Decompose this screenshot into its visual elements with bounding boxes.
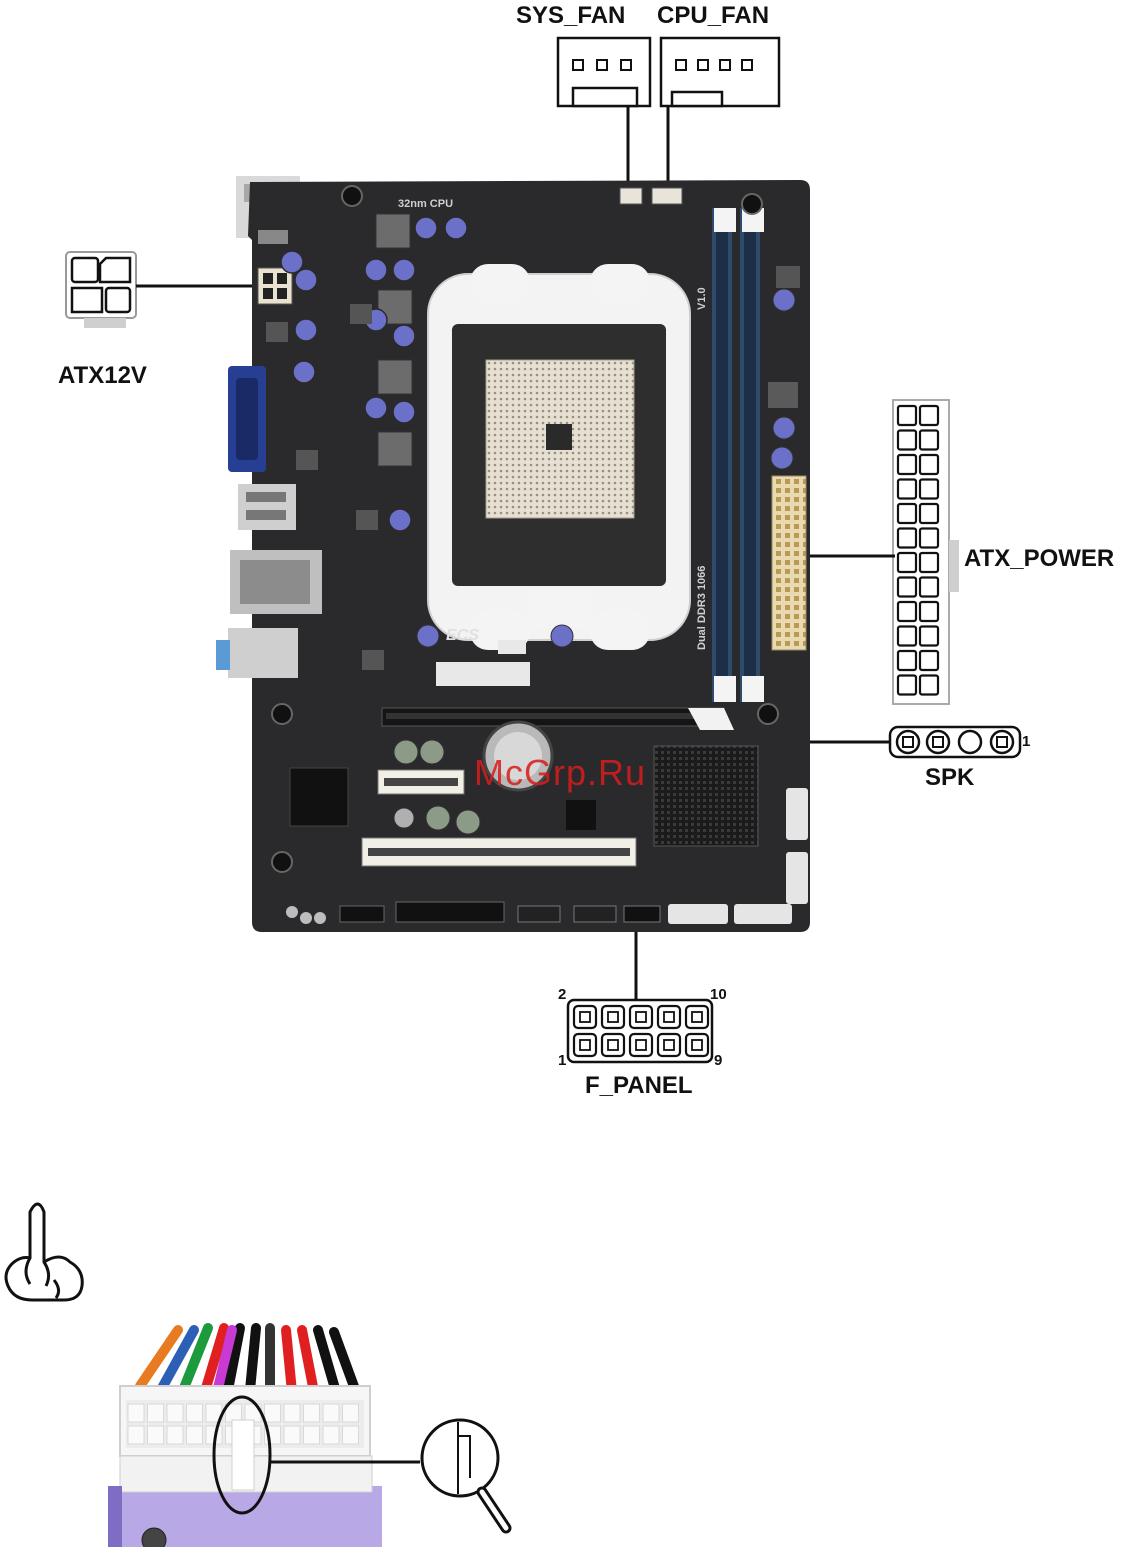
cpu-fan-connector	[661, 38, 779, 106]
atx-power-pin	[920, 578, 938, 597]
f-panel-pin-1: 1	[558, 1052, 566, 1069]
spk-connector	[890, 727, 1020, 757]
atx-power-pin	[898, 553, 916, 572]
atx-power-pin	[920, 627, 938, 646]
atx-power-pin	[898, 651, 916, 670]
atx-power-pin	[920, 455, 938, 474]
atx-power-pin	[920, 406, 938, 425]
spk-label: SPK	[925, 764, 974, 792]
atx-power-pin	[898, 504, 916, 523]
atx-power-connector	[893, 400, 959, 704]
atx-power-pin	[898, 602, 916, 621]
board-memory-print: Dual DDR3 1066	[696, 566, 708, 650]
board-version-print: V1.0	[696, 287, 708, 310]
atx-power-pin	[898, 529, 916, 548]
atx-power-pin	[920, 431, 938, 450]
atx-power-pin	[920, 651, 938, 670]
board-brand-logo: ECS	[446, 627, 479, 644]
sys-fan-label: SYS_FAN	[516, 2, 625, 30]
atx-power-pin	[898, 480, 916, 499]
atx-power-pin	[898, 455, 916, 474]
f-panel-pin-9: 9	[714, 1052, 722, 1069]
atx-power-pin	[920, 529, 938, 548]
atx-plug-photo	[108, 1328, 382, 1547]
motherboard-photo: 32nm CPU Dual DDR3 1066 V1.0 ECS	[216, 176, 810, 932]
note-hand-icon	[6, 1204, 82, 1300]
atx-power-pin	[920, 553, 938, 572]
atx-power-pin	[920, 504, 938, 523]
atx-power-pin	[898, 627, 916, 646]
f-panel-pin-10: 10	[710, 986, 727, 1003]
cpu-fan-label: CPU_FAN	[657, 2, 769, 30]
atx12v-connector	[66, 252, 136, 328]
atx-power-pin	[920, 676, 938, 695]
f-panel-pin-2: 2	[558, 986, 566, 1003]
watermark: McGrp.Ru	[474, 752, 646, 794]
atx-power-label: ATX_POWER	[964, 545, 1114, 573]
atx-power-pin	[920, 480, 938, 499]
f-panel-connector	[568, 1000, 712, 1062]
f-panel-label: F_PANEL	[585, 1072, 693, 1100]
sys-fan-connector	[558, 38, 650, 106]
atx-power-pin	[920, 602, 938, 621]
atx-power-pin	[898, 406, 916, 425]
magnifier-icon	[422, 1420, 506, 1528]
spk-pin-1: 1	[1022, 733, 1030, 750]
board-cpu-print: 32nm CPU	[398, 198, 453, 210]
atx-power-pin	[898, 578, 916, 597]
atx-power-pin	[898, 431, 916, 450]
atx12v-label: ATX12V	[58, 362, 147, 390]
atx-power-pin	[898, 676, 916, 695]
